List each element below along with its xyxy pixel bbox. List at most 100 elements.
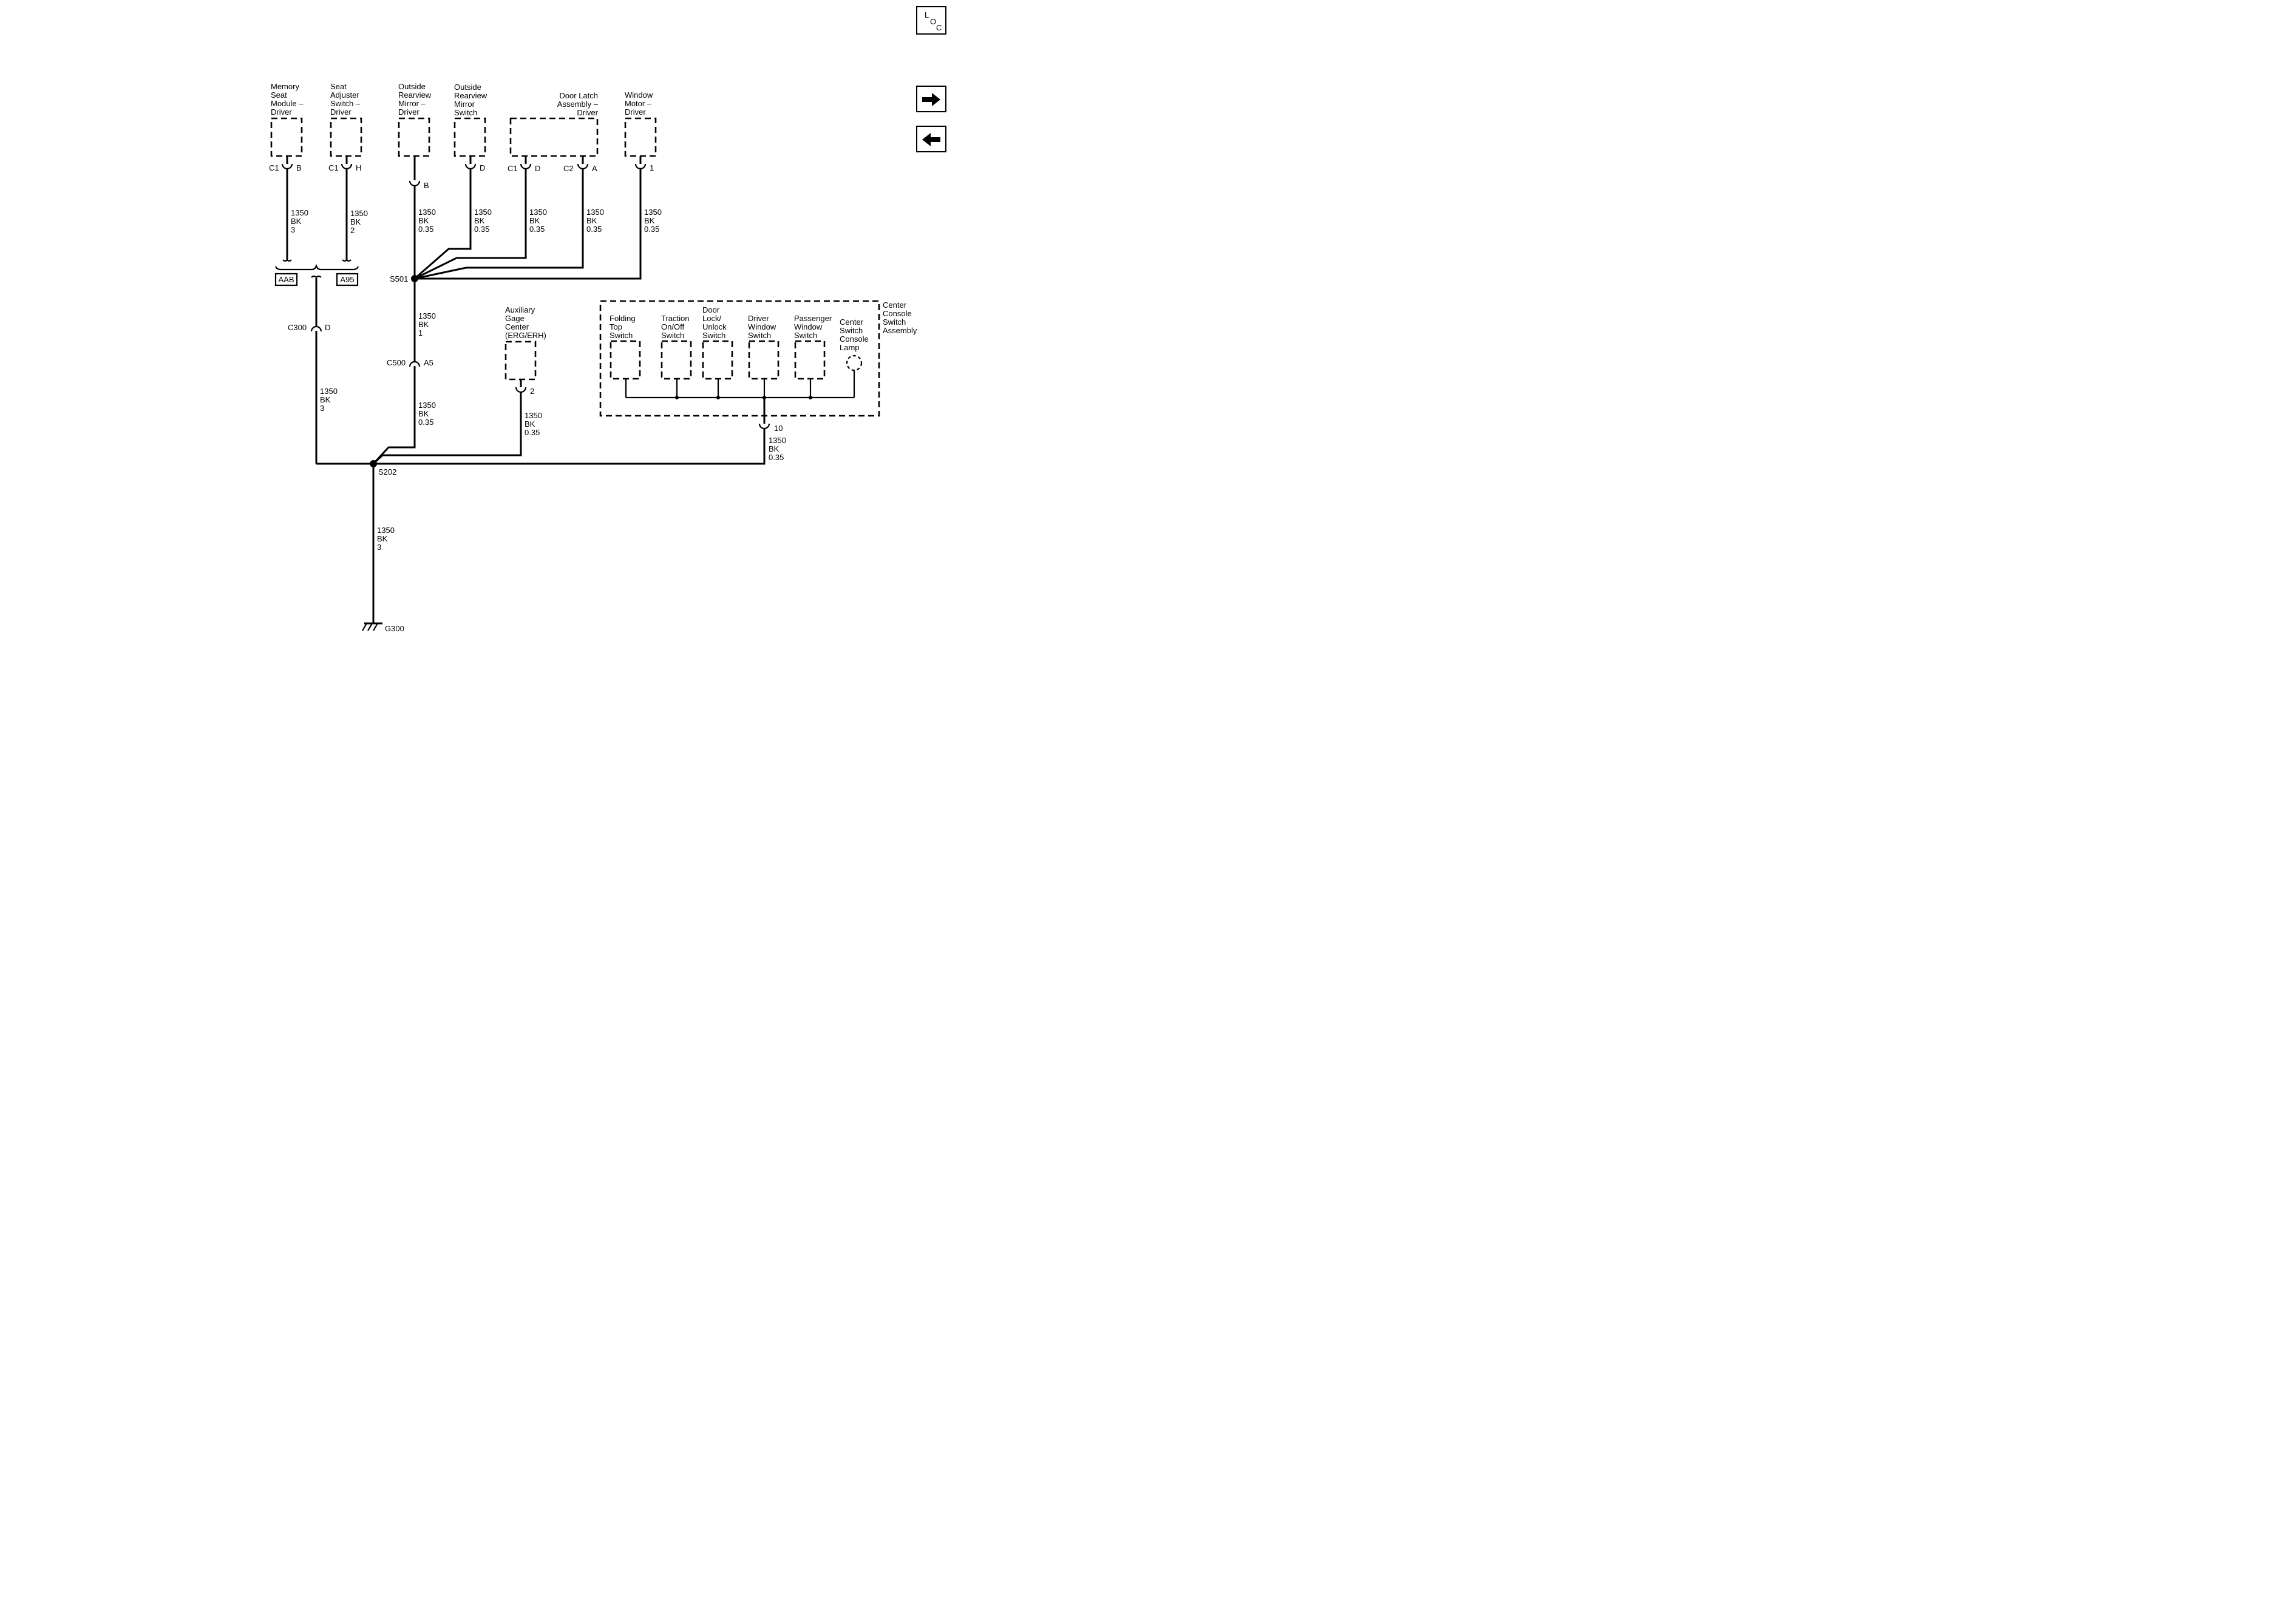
c300-label: C300 bbox=[288, 323, 307, 332]
svg-text:Window: Window bbox=[748, 322, 776, 331]
console-assembly-box bbox=[599, 300, 880, 417]
console-pin-label: 10 bbox=[774, 424, 783, 433]
svg-text:1350: 1350 bbox=[525, 411, 542, 420]
loc-letter-o: O bbox=[930, 17, 937, 26]
c500-label: C500 bbox=[387, 358, 406, 367]
seat-adjuster-switch-label: Seat Adjuster Switch – Driver bbox=[330, 82, 361, 117]
door-latch-assembly-label: Door Latch Assembly – Driver bbox=[557, 91, 599, 117]
svg-text:3: 3 bbox=[320, 404, 324, 413]
back-button[interactable] bbox=[916, 126, 946, 152]
wire-label-seat: 1350 BK 2 bbox=[350, 209, 368, 235]
svg-text:1350: 1350 bbox=[418, 311, 436, 320]
svg-text:Traction: Traction bbox=[661, 314, 689, 323]
svg-text:BK: BK bbox=[644, 216, 655, 225]
svg-text:BK: BK bbox=[474, 216, 485, 225]
svg-text:(ERG/ERH): (ERG/ERH) bbox=[505, 331, 546, 340]
forward-button[interactable] bbox=[916, 86, 946, 112]
svg-text:Window: Window bbox=[794, 322, 823, 331]
folding-top-switch-label: Folding Top Switch bbox=[610, 314, 636, 340]
door-latch-c1-terminal bbox=[520, 156, 532, 170]
svg-text:Switch: Switch bbox=[748, 331, 771, 340]
aux-gage-box bbox=[504, 341, 537, 381]
svg-text:1350: 1350 bbox=[586, 208, 604, 217]
svg-text:Door Latch: Door Latch bbox=[559, 91, 598, 100]
svg-text:BK: BK bbox=[291, 217, 302, 226]
svg-text:Adjuster: Adjuster bbox=[330, 90, 359, 100]
svg-text:Folding: Folding bbox=[610, 314, 636, 323]
wire-label-c500: 1350 BK 0.35 bbox=[418, 401, 436, 427]
svg-text:Rearview: Rearview bbox=[454, 91, 487, 100]
wire-label-console: 1350 BK 0.35 bbox=[769, 436, 786, 462]
svg-text:Center: Center bbox=[840, 317, 864, 327]
wire-aux-gage bbox=[372, 392, 522, 465]
svg-text:BK: BK bbox=[586, 216, 597, 225]
loc-letter-c: C bbox=[936, 23, 942, 32]
outside-mirror-driver-box bbox=[398, 117, 430, 157]
option-aab-box: AAB bbox=[274, 273, 298, 286]
wire-console-to-s202 bbox=[316, 429, 766, 465]
console-assembly-label: Center Console Switch Assembly bbox=[883, 300, 917, 335]
wire-label-latch-d: 1350 BK 0.35 bbox=[529, 208, 547, 234]
svg-text:Outside: Outside bbox=[454, 83, 481, 92]
wire-mirror-switch bbox=[414, 169, 472, 280]
driver-window-switch-box bbox=[748, 340, 779, 380]
c500-pin-label: A5 bbox=[424, 358, 433, 367]
svg-text:Mirror –: Mirror – bbox=[398, 99, 426, 108]
svg-text:Driver: Driver bbox=[398, 107, 419, 117]
svg-text:Top: Top bbox=[610, 322, 622, 331]
svg-text:Gage: Gage bbox=[505, 314, 525, 323]
c300-pin-label: D bbox=[325, 323, 330, 332]
svg-text:0.35: 0.35 bbox=[525, 428, 540, 437]
seat-pin-label: H bbox=[356, 163, 361, 172]
wire-label-window: 1350 BK 0.35 bbox=[644, 208, 662, 234]
svg-text:Auxiliary: Auxiliary bbox=[505, 305, 535, 314]
wire-window-motor bbox=[415, 169, 642, 280]
window-motor-terminal bbox=[634, 156, 647, 170]
svg-text:Switch: Switch bbox=[883, 317, 906, 327]
svg-text:BK: BK bbox=[418, 320, 429, 329]
svg-text:3: 3 bbox=[377, 543, 381, 552]
svg-text:Center: Center bbox=[883, 300, 907, 310]
outside-mirror-driver-label: Outside Rearview Mirror – Driver bbox=[398, 82, 432, 117]
loc-letter-l: L bbox=[925, 10, 929, 19]
svg-text:BK: BK bbox=[377, 534, 388, 543]
window-motor-box bbox=[624, 117, 657, 157]
svg-text:0.35: 0.35 bbox=[418, 225, 433, 234]
aux-gage-label: Auxiliary Gage Center (ERG/ERH) bbox=[505, 305, 546, 340]
svg-text:Door: Door bbox=[702, 305, 720, 314]
latch-c2-label: C2 bbox=[563, 164, 574, 173]
outside-mirror-switch-label: Outside Rearview Mirror Switch bbox=[454, 83, 487, 117]
svg-text:On/Off: On/Off bbox=[661, 322, 684, 331]
wire-label-latch-a: 1350 BK 0.35 bbox=[586, 208, 604, 234]
traction-switch-label: Traction On/Off Switch bbox=[661, 314, 689, 340]
latch-c1-label: C1 bbox=[508, 164, 518, 173]
svg-text:Lamp: Lamp bbox=[840, 343, 860, 352]
svg-text:1350: 1350 bbox=[418, 401, 436, 410]
svg-text:2: 2 bbox=[350, 226, 355, 235]
svg-text:Driver: Driver bbox=[271, 107, 292, 117]
svg-text:0.35: 0.35 bbox=[474, 225, 489, 234]
loc-button[interactable]: L O C bbox=[916, 6, 946, 35]
svg-text:0.35: 0.35 bbox=[586, 225, 602, 234]
svg-text:BK: BK bbox=[350, 217, 361, 226]
svg-text:Console: Console bbox=[883, 309, 912, 318]
svg-text:0.35: 0.35 bbox=[418, 418, 433, 427]
c500-connector bbox=[409, 361, 421, 367]
latch-c1-pin-label: D bbox=[535, 164, 540, 173]
memory-pin-label: B bbox=[296, 163, 302, 172]
folding-top-switch-box bbox=[610, 340, 641, 380]
svg-text:Motor –: Motor – bbox=[625, 99, 652, 108]
svg-text:Switch: Switch bbox=[702, 331, 725, 340]
wire-label-aux: 1350 BK 0.35 bbox=[525, 411, 542, 437]
console-lamp-label: Center Switch Console Lamp bbox=[840, 317, 869, 352]
svg-text:BK: BK bbox=[525, 419, 535, 429]
wire-door-latch-a bbox=[414, 169, 584, 280]
svg-text:Switch: Switch bbox=[794, 331, 817, 340]
svg-text:Switch: Switch bbox=[454, 108, 477, 117]
svg-text:BK: BK bbox=[320, 395, 331, 404]
svg-text:Seat: Seat bbox=[330, 82, 347, 91]
wire-c500-to-s202 bbox=[372, 366, 416, 465]
svg-text:BK: BK bbox=[769, 444, 779, 453]
svg-text:3: 3 bbox=[291, 225, 295, 234]
mirror-driver-inline-connector bbox=[409, 156, 421, 187]
